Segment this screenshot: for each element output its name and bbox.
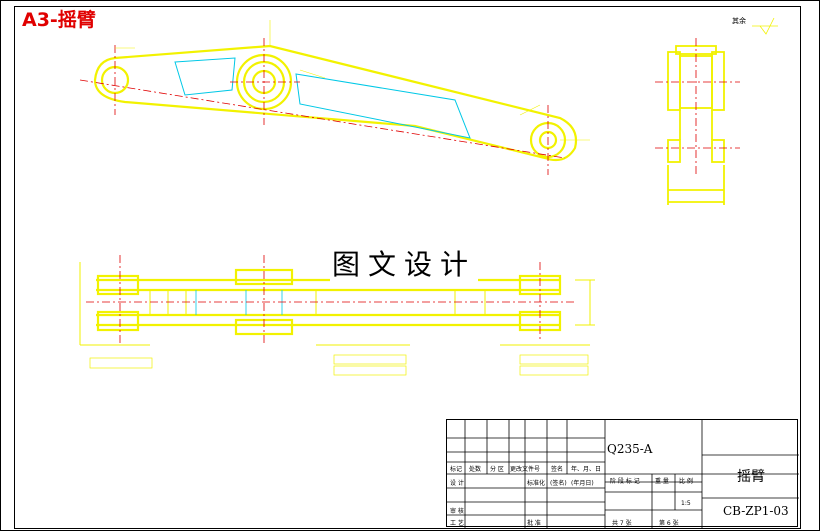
- roughness-note: 其余: [732, 17, 746, 25]
- tb-label-date: 年、月、日: [571, 466, 602, 473]
- part-name: 摇臂: [737, 469, 765, 485]
- tb-label-weight: 重 量: [655, 478, 669, 485]
- tb-label-mark: 标记: [450, 466, 463, 473]
- tb-label-approve: 批 准: [527, 520, 541, 527]
- sheets-total: 共 7 张: [612, 520, 632, 527]
- tb-label-stage: 阶 段 标 记: [610, 478, 640, 485]
- sheet-number: 第 6 张: [659, 520, 679, 527]
- tb-label-count: 处数: [469, 466, 482, 473]
- tb-label-scale: 比 例: [679, 478, 693, 485]
- tb-label-design: 设 计: [450, 480, 464, 487]
- tb-label-ymd: (年月日): [571, 480, 594, 487]
- title-block: 标记 处数 分 区 更改文件号 签名 年、月、日 设 计 标准化 (签名) (年…: [446, 419, 799, 528]
- tb-label-sig: (签名): [550, 480, 567, 487]
- drawing-number: CB-ZP1-03: [723, 504, 789, 518]
- tb-label-signature: 签名: [551, 466, 564, 473]
- tb-label-standardization: 标准化: [527, 480, 546, 487]
- watermark-text: 图文设计: [330, 248, 479, 282]
- title-block-grid: [447, 420, 799, 528]
- tb-label-zone: 分 区: [490, 466, 504, 473]
- front-view: [93, 44, 578, 162]
- tb-label-change-doc: 更改文件号: [510, 466, 541, 473]
- sheet-title: A3-摇臂: [22, 9, 96, 31]
- drawing-border: [14, 6, 801, 529]
- tb-label-check: 审 核: [450, 508, 464, 515]
- material: Q235-A: [607, 442, 653, 456]
- scale-value: 1:5: [681, 500, 691, 507]
- section-view: [96, 268, 562, 336]
- tb-label-process: 工 艺: [450, 520, 464, 527]
